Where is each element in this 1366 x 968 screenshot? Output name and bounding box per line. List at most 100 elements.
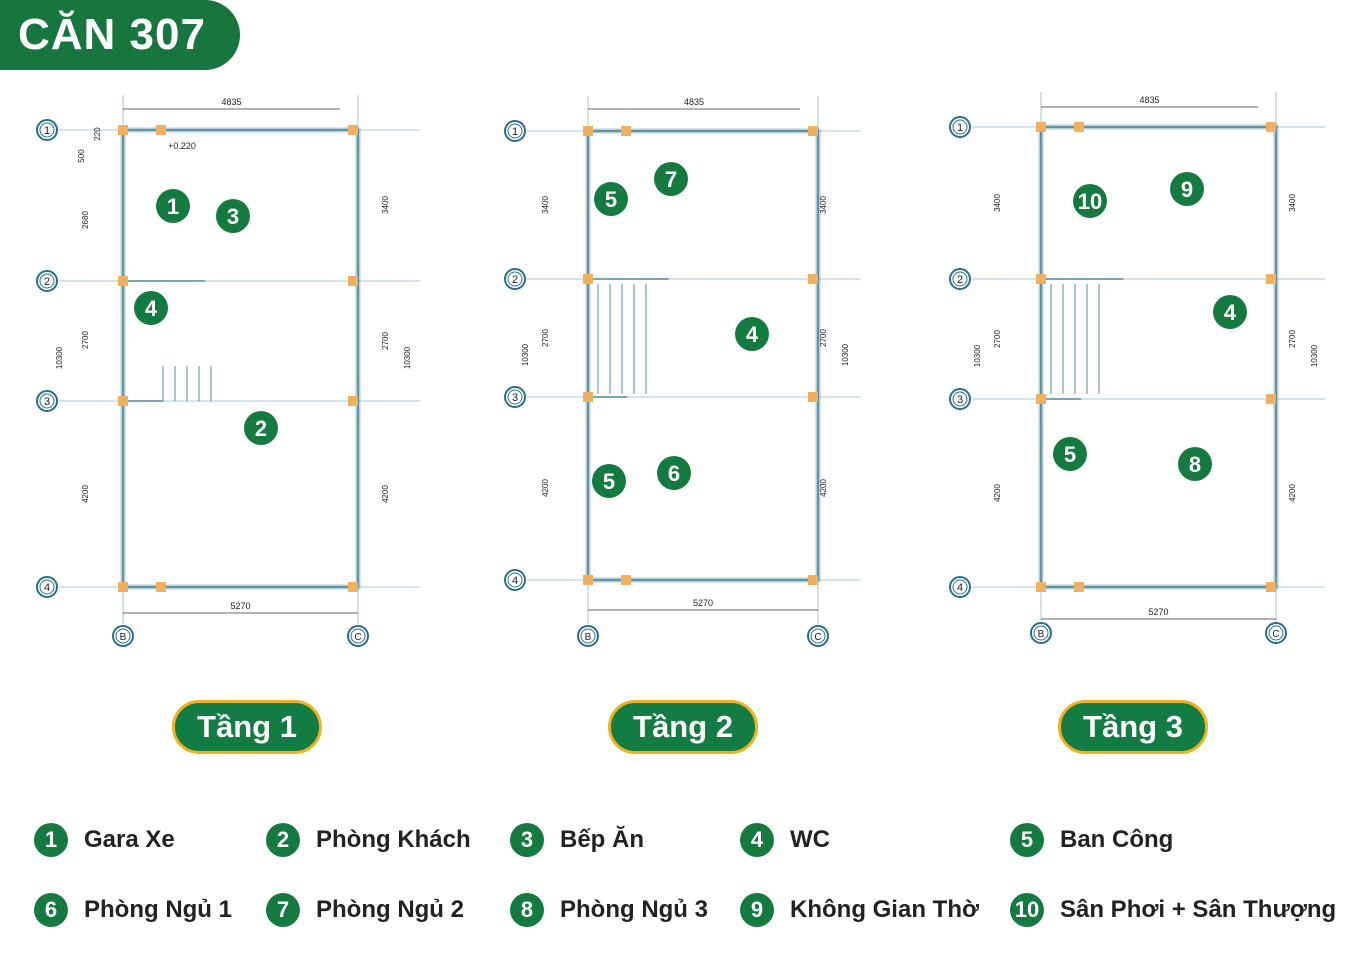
column bbox=[583, 126, 593, 136]
column bbox=[1266, 122, 1276, 132]
axis-row-label: 2 bbox=[957, 274, 963, 286]
room-number-badge bbox=[1073, 184, 1107, 218]
room-number-badge bbox=[735, 317, 769, 351]
column bbox=[621, 575, 631, 585]
column bbox=[1266, 274, 1276, 284]
axis-marker-inner bbox=[350, 628, 366, 644]
legend-item: 6 Phòng Ngủ 1 bbox=[34, 890, 232, 930]
column bbox=[348, 276, 358, 286]
axis-marker-inner bbox=[39, 579, 55, 595]
axis-marker-inner bbox=[810, 628, 826, 644]
column bbox=[1036, 122, 1046, 132]
axis-marker-inner bbox=[1033, 625, 1049, 641]
axis-marker-inner bbox=[115, 628, 131, 644]
room-number-badge bbox=[1170, 172, 1204, 206]
room-number: 1 bbox=[167, 194, 179, 219]
legend-number-badge: 2 bbox=[266, 823, 300, 857]
axis-marker-inner bbox=[39, 122, 55, 138]
room-number: 6 bbox=[668, 461, 680, 486]
dimension-right: 10300 bbox=[403, 346, 412, 369]
dimension-left: 10300 bbox=[973, 344, 982, 367]
dimension-bottom: 5270 bbox=[693, 598, 713, 608]
dimension-bottom: 5270 bbox=[230, 601, 250, 611]
axis-row-label: 2 bbox=[44, 276, 50, 288]
dimension-left: 2700 bbox=[993, 330, 1002, 348]
room-number-badge bbox=[592, 464, 626, 498]
column bbox=[1036, 582, 1046, 592]
dimension-right: 10300 bbox=[1310, 344, 1319, 367]
legend-number-badge: 5 bbox=[1010, 823, 1044, 857]
axis-row-label: 3 bbox=[512, 392, 518, 404]
dimension-left: 4200 bbox=[993, 484, 1002, 502]
dimension-right: 2700 bbox=[381, 332, 390, 350]
dimension-left: 4200 bbox=[81, 485, 90, 503]
legend-label: Bếp Ăn bbox=[560, 826, 644, 853]
dimension-right: 10300 bbox=[841, 343, 850, 366]
axis-marker-inner bbox=[952, 579, 968, 595]
column bbox=[1036, 274, 1046, 284]
axis-marker-inner bbox=[507, 271, 523, 287]
room-number-badge bbox=[216, 199, 250, 233]
dimension-top: 4835 bbox=[221, 97, 241, 107]
legend-label: Phòng Ngủ 1 bbox=[84, 896, 232, 923]
dimension-right: 2700 bbox=[819, 329, 828, 347]
dimension-bottom: 5270 bbox=[1148, 607, 1168, 617]
floor-1-label: Tầng 1 bbox=[172, 700, 322, 754]
legend-number-badge: 10 bbox=[1010, 893, 1044, 927]
legend-number-badge: 1 bbox=[34, 823, 68, 857]
dimension-left: 3400 bbox=[993, 194, 1002, 212]
column bbox=[621, 126, 631, 136]
dimension-right: 3400 bbox=[1288, 194, 1297, 212]
column bbox=[156, 582, 166, 592]
room-number: 4 bbox=[746, 322, 759, 347]
axis-marker-inner bbox=[952, 119, 968, 135]
axis-marker-inner bbox=[507, 572, 523, 588]
legend-label: WC bbox=[790, 826, 830, 853]
legend-label: Không Gian Thờ bbox=[790, 896, 980, 923]
room-number: 7 bbox=[665, 167, 677, 192]
dimension-right: 4200 bbox=[381, 485, 390, 503]
dimension-left: 220 bbox=[93, 127, 102, 141]
axis-row-label: 1 bbox=[512, 126, 518, 138]
axis-row-label: 3 bbox=[957, 394, 963, 406]
column bbox=[1074, 122, 1084, 132]
column bbox=[808, 575, 818, 585]
axis-row-label: 1 bbox=[44, 125, 50, 137]
dimension-left: 500 bbox=[77, 149, 86, 163]
floor-plans: 4835527050022026802700420010300340027004… bbox=[36, 92, 1325, 647]
legend-label: Ban Công bbox=[1060, 826, 1174, 853]
dimension-left: 4200 bbox=[541, 479, 550, 497]
axis-row-label: 4 bbox=[512, 575, 518, 587]
legend-number-badge: 7 bbox=[266, 893, 300, 927]
exterior-wall-outline bbox=[122, 129, 359, 588]
legend-number-badge: 6 bbox=[34, 893, 68, 927]
column bbox=[156, 125, 166, 135]
axis-marker-inner bbox=[1268, 625, 1284, 641]
dimension-left: 2700 bbox=[81, 331, 90, 349]
room-number: 2 bbox=[255, 416, 267, 441]
dimension-top: 4835 bbox=[1139, 95, 1159, 105]
legend-label: Gara Xe bbox=[84, 826, 175, 853]
axis-col-label: B bbox=[120, 632, 127, 643]
column bbox=[348, 396, 358, 406]
axis-row-label: 4 bbox=[44, 582, 50, 594]
dimension-left: 10300 bbox=[521, 343, 530, 366]
axis-marker-inner bbox=[39, 273, 55, 289]
room-number: 5 bbox=[603, 469, 615, 494]
room-number-badge bbox=[244, 411, 278, 445]
column bbox=[808, 392, 818, 402]
legend-label: Phòng Ngủ 3 bbox=[560, 896, 708, 923]
dimension-left: 10300 bbox=[55, 346, 64, 369]
column bbox=[118, 582, 128, 592]
room-number-badge bbox=[1213, 295, 1247, 329]
column bbox=[118, 125, 128, 135]
column bbox=[583, 392, 593, 402]
column bbox=[1074, 582, 1084, 592]
dimension-right: 2700 bbox=[1288, 330, 1297, 348]
axis-row-label: 3 bbox=[44, 396, 50, 408]
axis-row-label: 1 bbox=[957, 122, 963, 134]
axis-marker-inner bbox=[507, 389, 523, 405]
